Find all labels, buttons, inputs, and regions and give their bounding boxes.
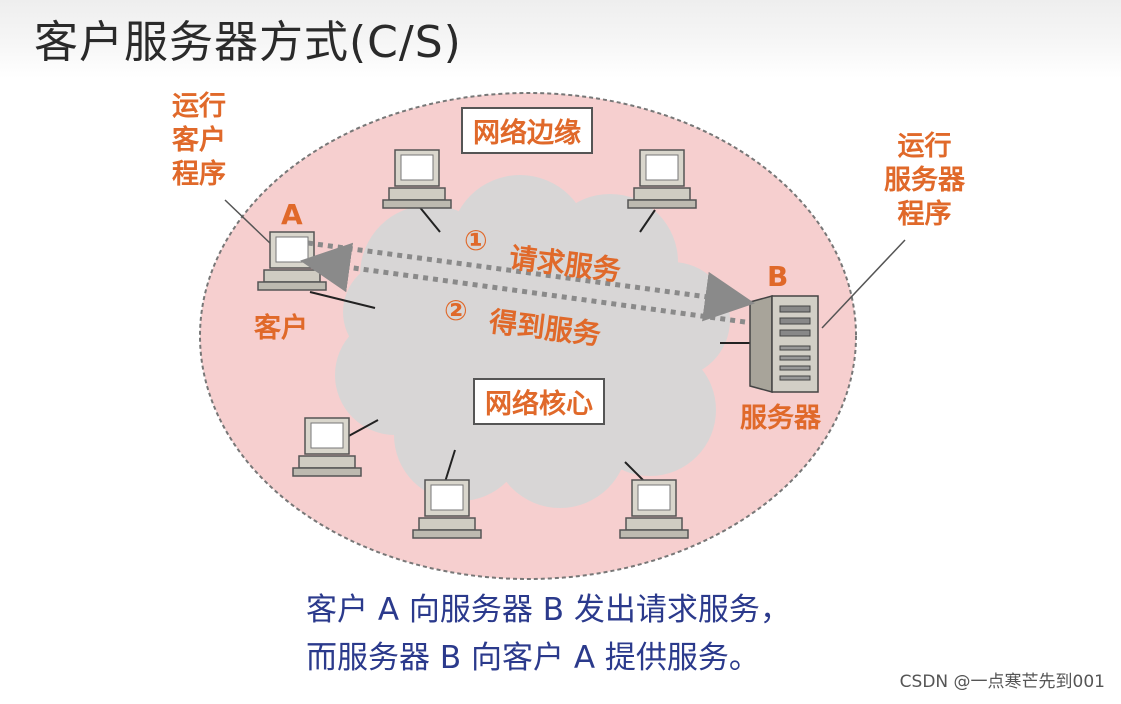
step2-number: ② <box>444 294 468 327</box>
request-arrow <box>307 240 755 322</box>
server-b-tower <box>749 295 819 393</box>
step1-number: ① <box>464 224 488 257</box>
caption: 客户 A 向服务器 B 发出请求服务， 而服务器 B 向客户 A 提供服务。 <box>306 586 791 682</box>
network-edge-label: 网络边缘 <box>461 107 593 154</box>
client-pointer-line <box>224 199 273 246</box>
server-label: 服务器 <box>740 403 821 434</box>
caption-line-1: 客户 A 向服务器 B 发出请求服务， <box>306 592 791 628</box>
server-pointer-line <box>821 239 906 329</box>
node-a-label: A <box>281 198 303 231</box>
network-core-label: 网络核心 <box>473 378 605 425</box>
client-program-label: 运行 客户 程序 <box>172 91 226 190</box>
node-b-label: B <box>767 260 789 293</box>
server-program-label: 运行 服务器 程序 <box>884 131 965 230</box>
connection-lines <box>309 204 750 483</box>
response-arrow <box>300 242 746 325</box>
title-bar <box>0 0 1121 78</box>
page-title: 客户服务器方式(C/S) <box>34 17 462 68</box>
watermark: CSDN @一点寒芒先到001 <box>899 672 1105 692</box>
client-label: 客户 <box>254 313 308 344</box>
caption-line-2: 而服务器 B 向客户 A 提供服务。 <box>306 640 760 676</box>
